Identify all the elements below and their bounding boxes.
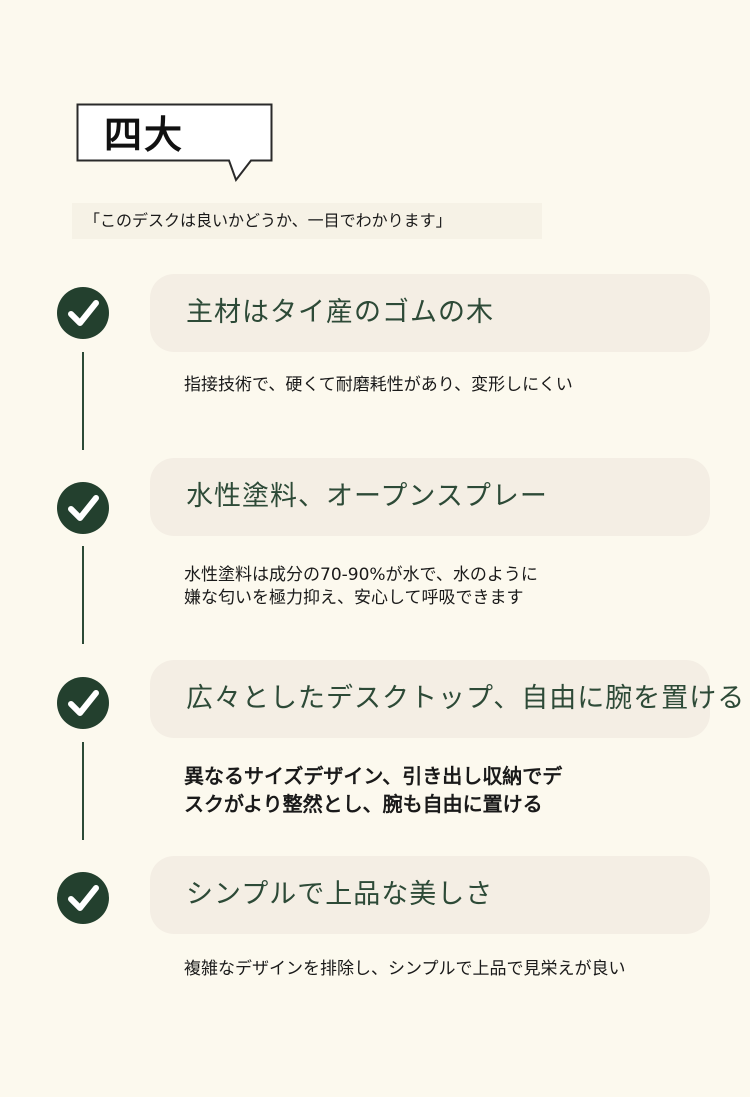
description-line: 指接技術で、硬くて耐磨耗性があり、変形しにくい — [184, 375, 573, 395]
check-icon — [57, 482, 109, 534]
description-line: スクがより整然とし、腕も自由に置ける — [184, 792, 543, 816]
feature-title: シンプルで上品な美しさ — [186, 879, 494, 910]
feature-description: 水性塗料は成分の70-90%が水で、水のように 嫌な匂いを極力抑え、安心して呼吸… — [184, 564, 538, 610]
speech-bubble-outline — [76, 103, 273, 183]
page-title: 四大 — [104, 113, 185, 157]
feature-description: 異なるサイズデザイン、引き出し収納でデ スクがより整然とし、腕も自由に置ける — [184, 762, 562, 818]
check-icon — [57, 677, 109, 729]
feature-title: 水性塗料、オープンスプレー — [186, 481, 548, 512]
description-line: 複雑なデザインを排除し、シンプルで上品で見栄えが良い — [184, 959, 626, 979]
feature-card: 水性塗料、オープンスプレー — [150, 458, 710, 536]
check-icon — [57, 872, 109, 924]
feature-description: 複雑なデザインを排除し、シンプルで上品で見栄えが良い — [184, 958, 626, 981]
feature-card: シンプルで上品な美しさ — [150, 856, 710, 934]
timeline-connector — [82, 546, 84, 644]
feature-title: 主材はタイ産のゴムの木 — [186, 297, 494, 328]
page-subtitle: 「このデスクは良いかどうか、一目でわかります」 — [72, 203, 542, 239]
check-icon — [57, 287, 109, 339]
feature-title: 広々としたデスクトップ、自由に腕を置ける — [186, 683, 746, 714]
header-speech-bubble: 四大 — [76, 103, 273, 183]
description-line: 嫌な匂いを極力抑え、安心して呼吸できます — [184, 588, 524, 608]
description-line: 水性塗料は成分の70-90%が水で、水のように — [184, 565, 538, 585]
feature-card: 広々としたデスクトップ、自由に腕を置ける — [150, 660, 744, 738]
description-line: 異なるサイズデザイン、引き出し収納でデ — [184, 764, 563, 788]
feature-description: 指接技術で、硬くて耐磨耗性があり、変形しにくい — [184, 374, 573, 397]
timeline-connector — [82, 352, 84, 450]
timeline-connector — [82, 742, 84, 840]
feature-card: 主材はタイ産のゴムの木 — [150, 274, 710, 352]
